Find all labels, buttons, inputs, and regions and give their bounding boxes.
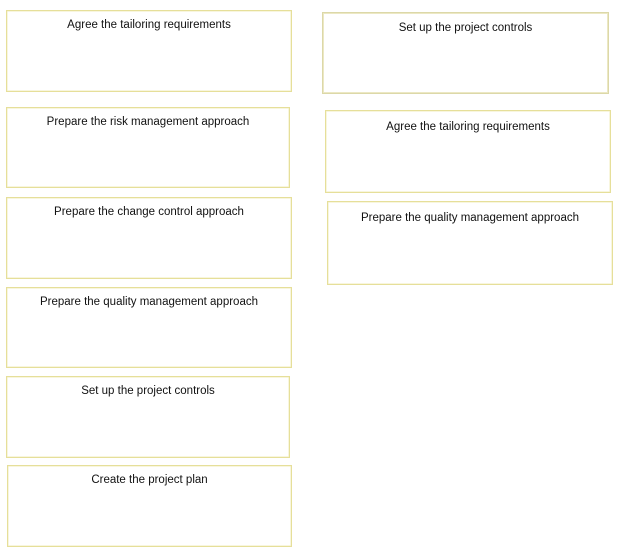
target-item-label: Set up the project controls bbox=[398, 22, 533, 34]
target-item-label: Agree the tailoring requirements bbox=[386, 121, 550, 133]
source-item-project-plan[interactable]: Create the project plan bbox=[7, 465, 292, 547]
source-item-label: Agree the tailoring requirements bbox=[67, 19, 231, 31]
target-item-label: Prepare the quality management approach bbox=[360, 212, 579, 224]
source-item-risk-management[interactable]: Prepare the risk management approach bbox=[6, 107, 290, 188]
source-item-quality-management[interactable]: Prepare the quality management approach bbox=[6, 287, 292, 368]
source-item-label: Create the project plan bbox=[91, 474, 208, 486]
target-slot-3[interactable]: Prepare the quality management approach bbox=[327, 201, 613, 285]
target-slot-1[interactable]: Set up the project controls bbox=[322, 12, 609, 94]
source-item-label: Prepare the change control approach bbox=[54, 206, 244, 218]
source-item-change-control[interactable]: Prepare the change control approach bbox=[6, 197, 292, 279]
source-item-label: Set up the project controls bbox=[81, 385, 215, 397]
source-item-project-controls[interactable]: Set up the project controls bbox=[6, 376, 290, 458]
source-item-label: Prepare the risk management approach bbox=[46, 116, 250, 128]
source-item-label: Prepare the quality management approach bbox=[39, 296, 258, 308]
target-slot-2[interactable]: Agree the tailoring requirements bbox=[325, 110, 611, 193]
source-item-agree-tailoring[interactable]: Agree the tailoring requirements bbox=[6, 10, 292, 92]
